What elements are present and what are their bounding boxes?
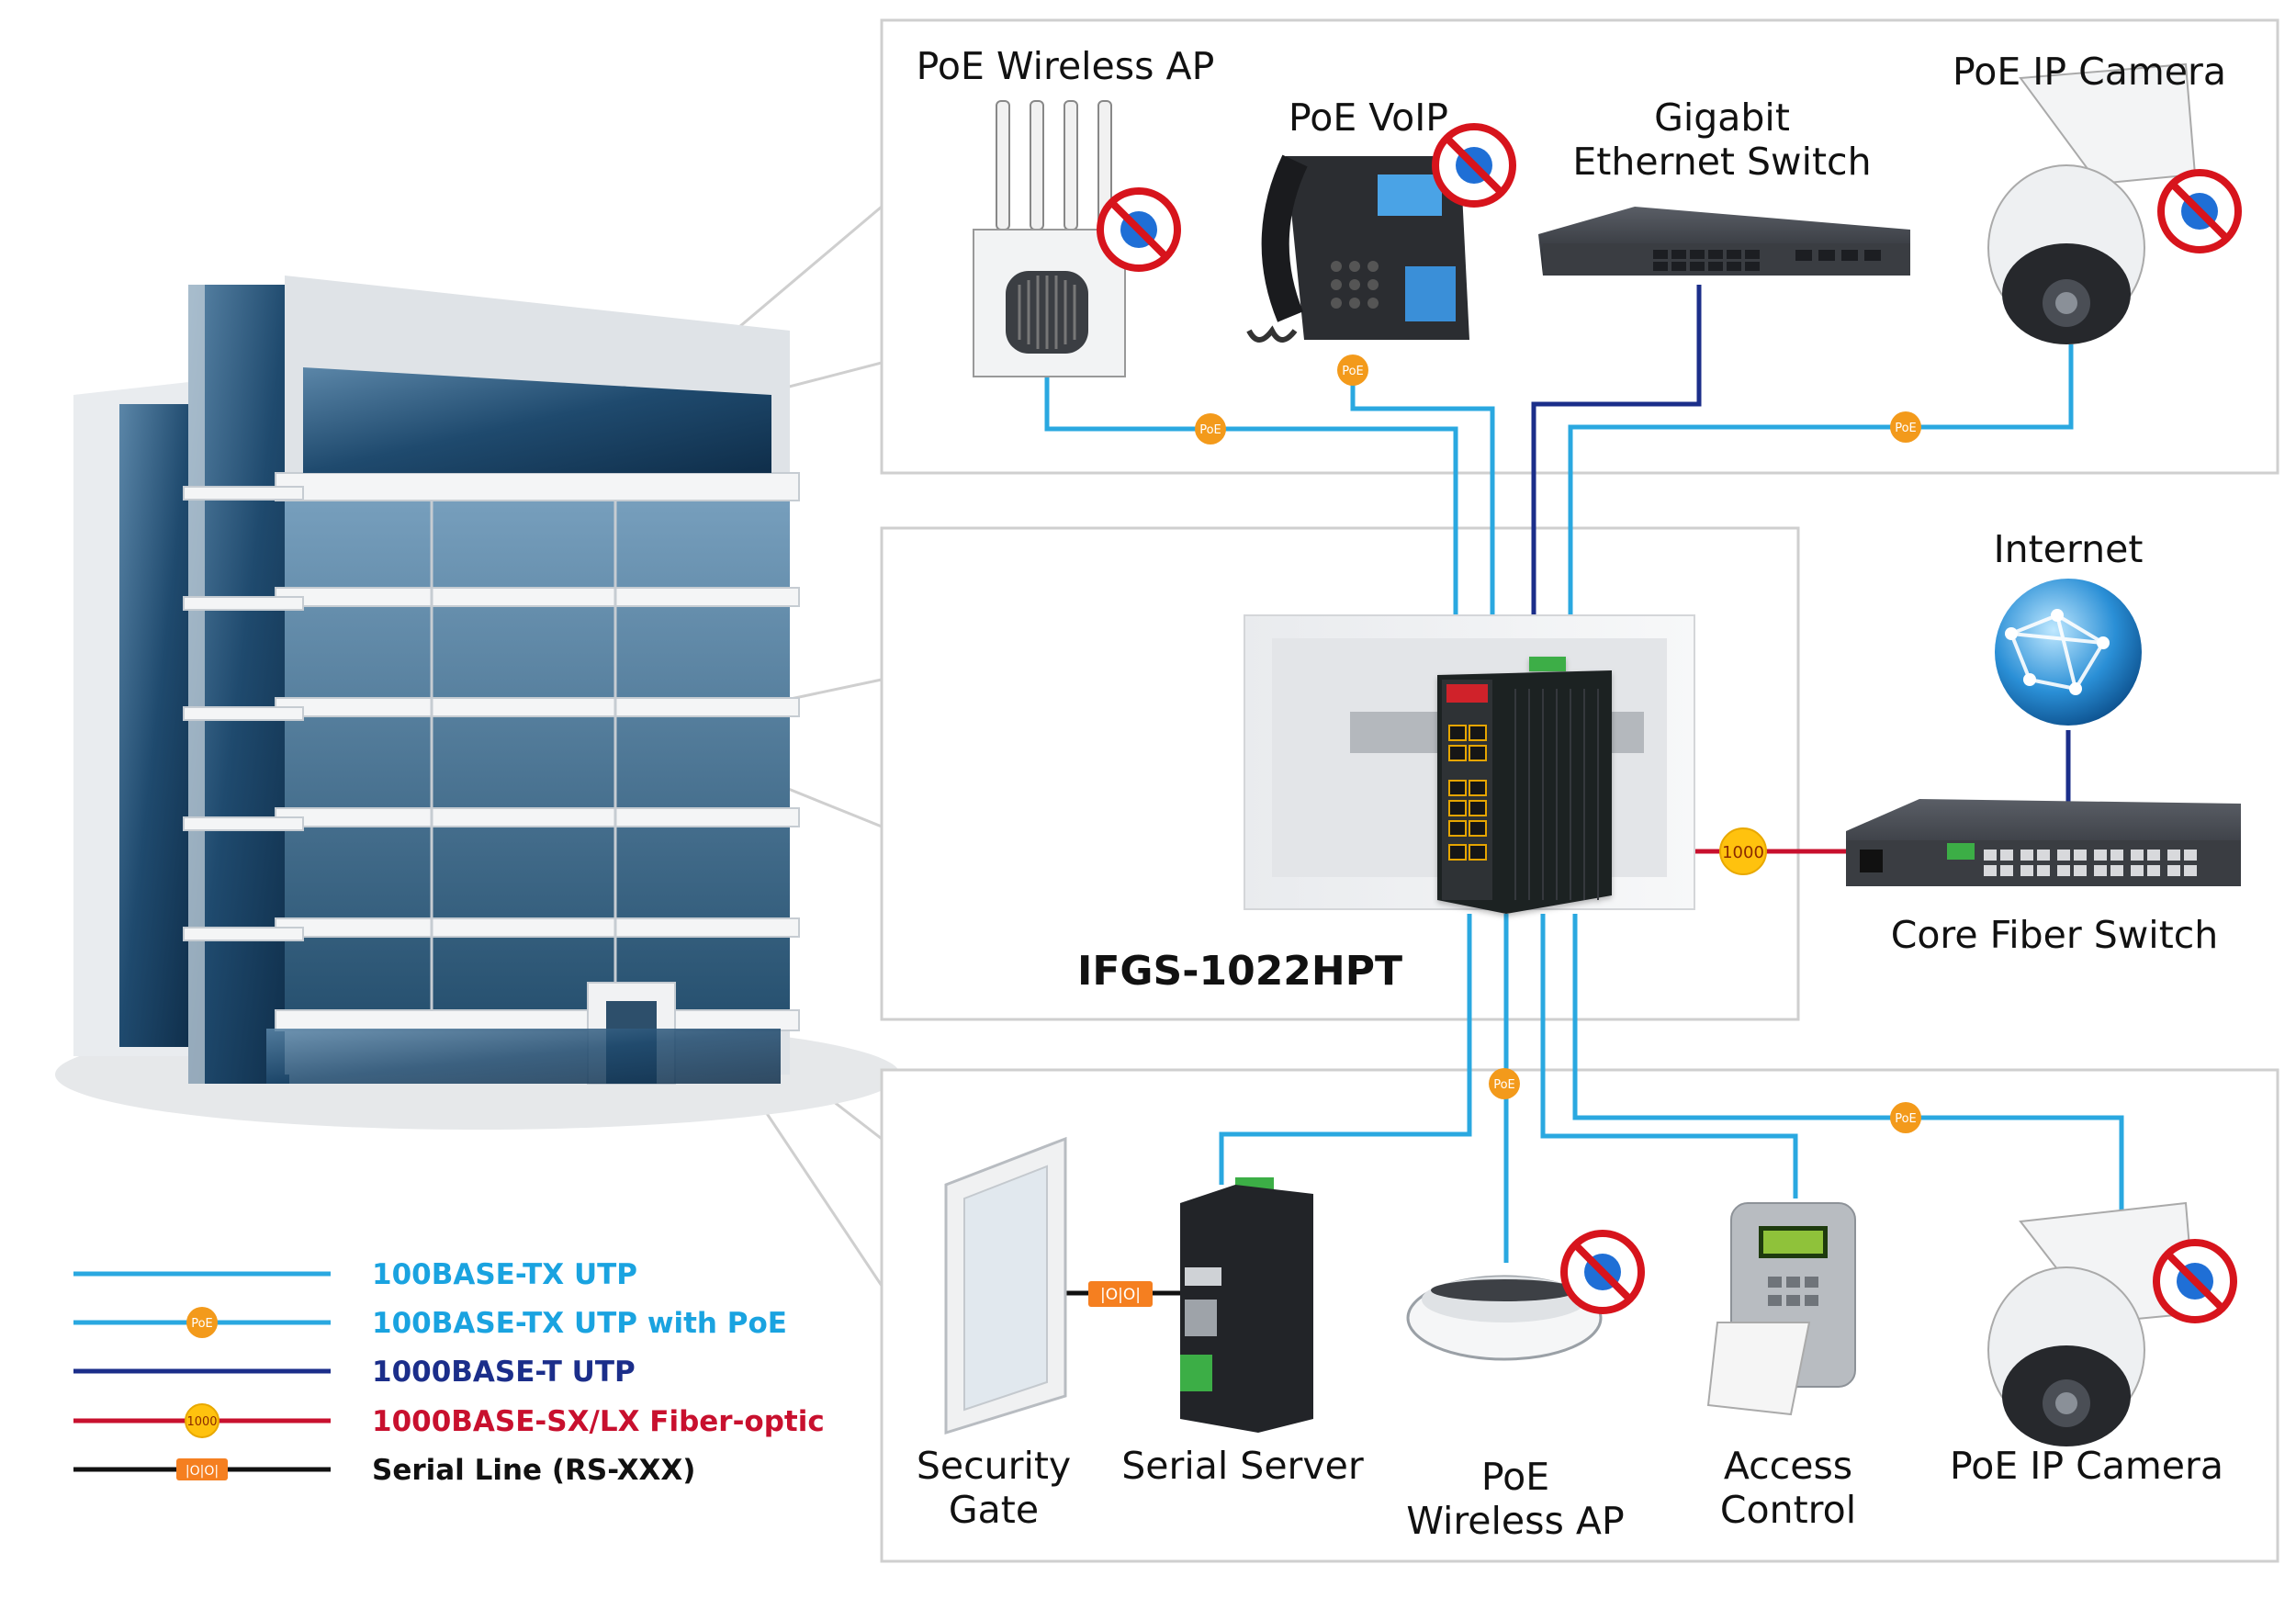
device-labels: PoE Wireless AP PoE VoIP Gigabit Etherne… [917,44,2226,1543]
link-gigabit-switch [1531,285,1702,661]
label-gigabit-switch-line2: Ethernet Switch [1572,140,1871,184]
legend-item: 1000 1000BASE-SX/LX Fiber-optic [73,1403,825,1438]
svg-text:1000BASE-SX/LX Fiber-optic: 1000BASE-SX/LX Fiber-optic [372,1405,825,1438]
svg-text:PoE: PoE [1199,423,1221,437]
legend-item: |O|O| Serial Line (RS-XXX) [73,1454,695,1487]
poe-badge: PoE [1195,413,1226,445]
svg-text:PoE: PoE [1895,1112,1917,1126]
connection-lines [1044,285,2124,1296]
svg-text:|O|O|: |O|O| [1100,1286,1141,1304]
poe-badge: PoE [1337,354,1368,386]
label-access-control-line2: Control [1720,1488,1856,1532]
label-top-wireless-ap: PoE Wireless AP [917,44,1215,88]
svg-text:1000: 1000 [1722,843,1764,862]
serial-server-device [1180,1177,1313,1433]
svg-text:|O|O|: |O|O| [186,1464,219,1479]
label-serial-server: Serial Server [1121,1444,1364,1488]
svg-text:PoE: PoE [1493,1078,1515,1092]
security-gate-door [944,1136,1067,1435]
label-top-voip: PoE VoIP [1289,96,1448,140]
label-access-control-line1: Access [1724,1444,1852,1488]
core-fiber-switch-device [1846,799,2241,886]
ifgs-1022hpt-switch [1437,657,1612,914]
link-top-ip-camera [1568,344,2074,661]
model-label: IFGS-1022HPT [1077,948,1402,995]
no-power-icon [1097,187,1181,272]
label-bottom-wireless-ap-line1: PoE [1481,1455,1549,1499]
poe-badge: PoE [1890,411,1921,443]
legend-item: 100BASE-TX UTP [73,1258,637,1291]
link-access-control [1540,914,1798,1198]
top-ip-camera-device [1987,62,2197,344]
label-top-ip-camera: PoE IP Camera [1953,50,2226,94]
fiber-badge: 1000 [1719,827,1767,875]
svg-text:PoE: PoE [191,1317,213,1331]
svg-text:100BASE-TX UTP: 100BASE-TX UTP [372,1258,637,1291]
label-security-gate-line2: Gate [949,1488,1039,1532]
svg-text:1000: 1000 [186,1415,217,1429]
legend-item: PoE 100BASE-TX UTP with PoE [73,1307,787,1340]
top-wireless-ap-device [973,100,1126,377]
legend-item: 1000BASE-T UTP [73,1356,636,1389]
gigabit-switch-device [1538,207,1910,276]
link-bottom-ip-camera [1572,914,2124,1231]
office-building-illustration [55,276,900,1130]
no-power-icon [1560,1230,1645,1314]
legend: 100BASE-TX UTP PoE 100BASE-TX UTP with P… [73,1258,825,1487]
link-serial-server [1219,914,1472,1185]
label-bottom-wireless-ap-line2: Wireless AP [1406,1499,1624,1543]
svg-text:PoE: PoE [1342,365,1364,378]
svg-text:PoE: PoE [1895,422,1917,435]
serial-badge: |O|O| [1088,1281,1153,1307]
top-voip-phone-device [1246,154,1469,343]
internet-globe-icon [1995,579,2142,726]
svg-text:100BASE-TX UTP with PoE: 100BASE-TX UTP with PoE [372,1307,787,1340]
bottom-wireless-ap-device [1406,1275,1603,1361]
link-top-wireless-ap [1044,377,1458,661]
line-badges: PoE PoE PoE PoE PoE 1000 |O|O| [1088,354,1921,1307]
label-security-gate-line1: Security [917,1444,1071,1488]
label-internet: Internet [1994,527,2144,571]
label-bottom-ip-camera: PoE IP Camera [1950,1444,2223,1488]
svg-text:1000BASE-T UTP: 1000BASE-T UTP [372,1356,636,1389]
label-core-fiber-switch: Core Fiber Switch [1891,913,2219,957]
svg-text:Serial Line (RS-XXX): Serial Line (RS-XXX) [372,1454,695,1487]
no-power-icon [1432,123,1516,208]
poe-badge: PoE [1890,1102,1921,1133]
poe-badge: PoE [1489,1068,1520,1099]
bottom-ip-camera-device [1987,1201,2197,1446]
no-power-icon [2153,1239,2237,1323]
access-control-device [1706,1202,1856,1416]
no-power-icon [2157,169,2242,253]
link-top-voip [1350,377,1495,661]
label-gigabit-switch-line1: Gigabit [1654,96,1790,140]
